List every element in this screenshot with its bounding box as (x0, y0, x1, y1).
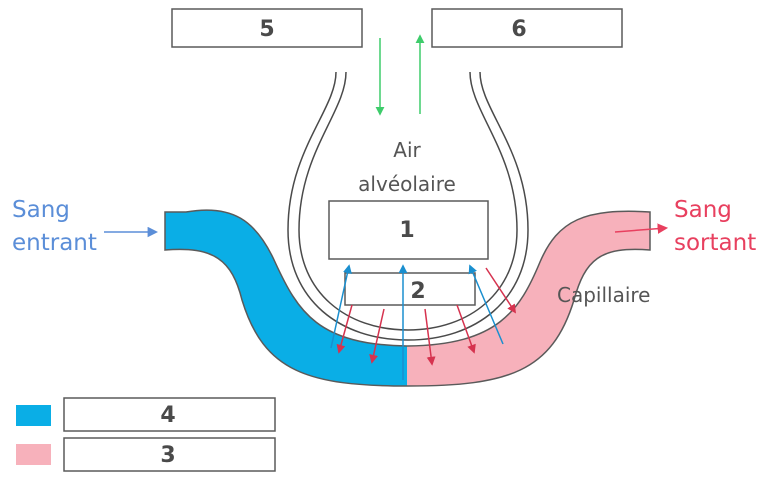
o2-arrow (468, 264, 504, 345)
blood-out-arrow (614, 223, 669, 234)
co2-arrow (456, 304, 476, 354)
box-1: 1 (328, 200, 489, 260)
box-2: 2 (344, 272, 476, 306)
co2-arrow (424, 308, 436, 366)
co2-arrow (485, 267, 516, 314)
capillary-deoxygenated-half (164, 209, 407, 387)
blood-in-label-line2: entrant (12, 230, 97, 256)
capillary-label: Capillaire (557, 283, 651, 307)
box-5: 5 (171, 8, 363, 48)
legend-box-4-text: 4 (160, 403, 175, 428)
box-5-text: 5 (259, 17, 274, 42)
air-label-line1: Air (393, 138, 421, 162)
legend-swatch-oxygenated (16, 444, 51, 465)
box-2-text: 2 (410, 279, 425, 304)
legend-swatch-deoxygenated (16, 405, 51, 426)
blood-in-label-line1: Sang (12, 197, 70, 223)
capillary-vessel (164, 209, 651, 387)
legend-box-3 (63, 437, 276, 472)
co2-arrow (369, 308, 385, 364)
co2-arrow (336, 304, 353, 354)
co2-diffusion-arrows (336, 267, 516, 366)
blood-out-label-line1: Sang (674, 197, 732, 223)
legend-box-3-text: 3 (160, 443, 175, 468)
alveolus-wall (287, 71, 529, 341)
o2-arrow (330, 264, 352, 349)
air-label-line2: alvéolaire (358, 172, 456, 196)
box-6-text: 6 (511, 17, 526, 42)
box-6: 6 (431, 8, 623, 48)
legend-box-4 (63, 397, 276, 432)
box-1-text: 1 (399, 218, 414, 243)
legend: 4 3 (16, 397, 276, 472)
blood-out-label-line2: sortant (674, 230, 756, 256)
capillary-oxygenated-half (407, 210, 651, 387)
oxygen-diffusion-arrows (330, 264, 504, 380)
